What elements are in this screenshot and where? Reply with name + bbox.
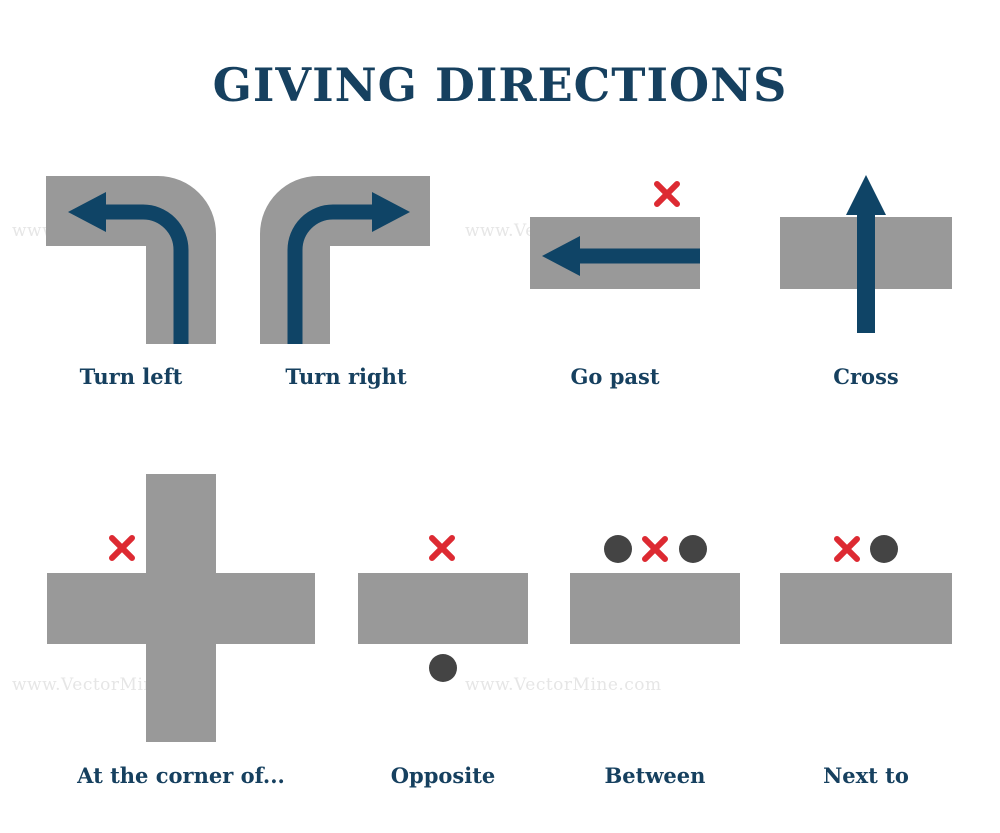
page-title: GIVING DIRECTIONS: [212, 58, 788, 112]
label-cross: Cross: [833, 364, 899, 389]
building-dot: [604, 535, 632, 563]
turn-right-arrow-shaft: [287, 204, 374, 344]
road-bend: [46, 176, 216, 344]
road-bend: [260, 176, 430, 344]
between-illustration: [570, 535, 740, 644]
label-turn-left: Turn left: [79, 364, 183, 389]
label-go-past: Go past: [570, 364, 660, 389]
road: [780, 573, 952, 644]
location-marker-icon: [837, 539, 857, 559]
label-at-the-corner-of: At the corner of...: [77, 763, 285, 788]
turn-left-arrow-shaft: [102, 204, 189, 344]
go-past-illustration: [530, 184, 700, 289]
cross-arrow-head-icon: [846, 175, 886, 215]
go-past-arrow-head-icon: [542, 236, 580, 276]
location-marker-icon: [657, 184, 677, 204]
location-marker-icon: [112, 538, 132, 558]
location-marker-icon: [432, 538, 452, 558]
label-opposite: Opposite: [390, 763, 496, 788]
building-dot: [679, 535, 707, 563]
road: [358, 573, 528, 644]
opposite-illustration: [358, 538, 528, 682]
turn-right-arrow-head-icon: [372, 192, 410, 232]
turn-right-illustration: [260, 176, 430, 344]
cross-illustration: [780, 175, 952, 333]
watermark: www.VectorMine.com: [465, 675, 662, 695]
corner-illustration: [47, 474, 315, 742]
building-dot: [870, 535, 898, 563]
location-marker-icon: [645, 539, 665, 559]
road: [570, 573, 740, 644]
label-next-to: Next to: [823, 763, 909, 788]
road-intersection: [47, 474, 315, 742]
turn-left-illustration: [46, 176, 216, 344]
label-between: Between: [604, 763, 706, 788]
turn-left-arrow-head-icon: [68, 192, 106, 232]
label-turn-right: Turn right: [285, 364, 407, 389]
next-to-illustration: [780, 535, 952, 644]
building-dot: [429, 654, 457, 682]
